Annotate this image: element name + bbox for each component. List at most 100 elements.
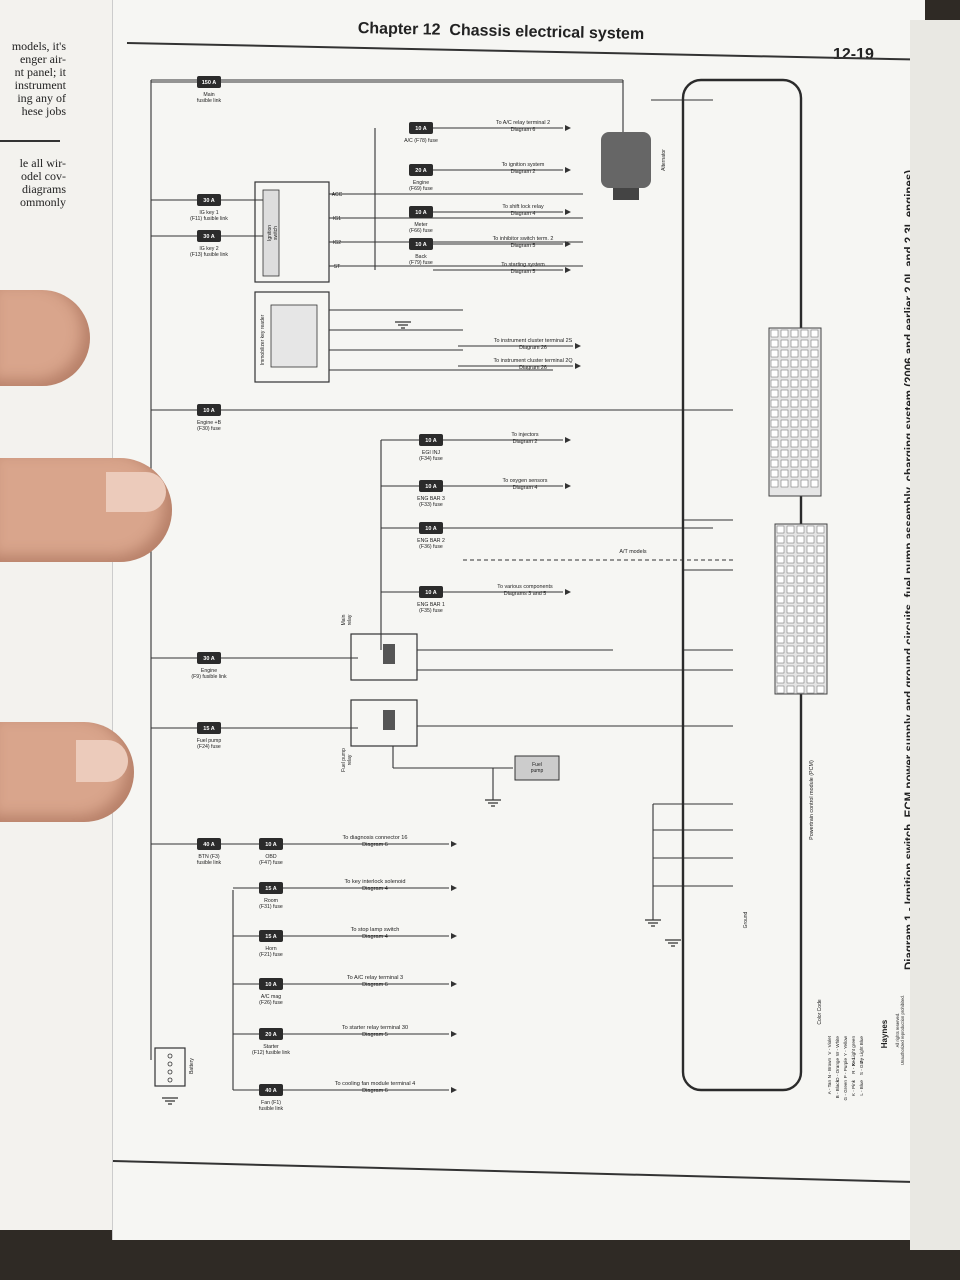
label-line: fusible link [259,1106,284,1112]
connector-pin [790,429,799,438]
fuse-name: A/C mag(F26) fuse [259,994,283,1006]
connector-pin [786,655,795,664]
connector-pin [790,439,799,448]
connector-pin [776,595,785,604]
fuse-rating: 10 A [415,126,426,132]
destination-label: To shift lock relay [502,204,544,210]
connector-pin [806,535,815,544]
destination-label: To instrument cluster terminal 2S [494,338,573,344]
battery-cell [167,1061,173,1067]
fuse-name: Fuel pump(F24) fuse [197,738,222,750]
destination-label: To ignition system [502,162,545,168]
fuse-left [197,404,221,416]
connector-pin [786,565,795,574]
connector-pin [800,379,809,388]
connector-pin [810,459,819,468]
left-text-line [0,131,70,144]
fuse-rating: 20 A [415,168,426,174]
connector-pin [816,545,825,554]
fuse-name: Engine +B(F30) fuse [197,420,222,432]
connector-pin [806,665,815,674]
fuse-left [197,652,221,664]
label-line: A/C mag [261,994,281,1000]
left-text-line [0,144,70,157]
label-line: fusible link [197,860,222,866]
connector-pin [816,655,825,664]
color-code-entry: V - Violet [827,1035,832,1054]
label-line: Unauthorized reproduction prohibited. [900,995,905,1065]
connector-pin [810,379,819,388]
connector-pin [790,349,799,358]
connector-pin [786,635,795,644]
connector-pin [800,409,809,418]
fuse-rating: 10 A [265,842,276,848]
connector-arrow [451,1087,457,1093]
connector-pin [810,419,819,428]
fuse-rating: 30 A [203,198,214,204]
connector-pin [776,685,785,694]
diagram-reference: Diagram 26 [519,345,547,351]
label-line: (F36) fuse [419,544,443,550]
switch-terminal-label: IG2 [333,240,341,246]
fuse-name: OBD(F47) fuse [259,854,283,866]
fuse-left [197,838,221,850]
connector-pin [816,565,825,574]
connector-arrow [565,209,571,215]
diagram-reference: Diagram 4 [362,886,388,892]
label-line: OBD [265,854,276,860]
fuse-bottom [259,1084,283,1096]
destination-label: To A/C relay terminal 2 [496,120,550,126]
connector-arrow [565,267,571,273]
connector-pin [780,369,789,378]
connector-pin [780,409,789,418]
connector-pin [806,685,815,694]
label-line: Engine +B [197,420,222,426]
diagram-reference: Diagram 5 [362,1032,388,1038]
fuse-bottom [259,882,283,894]
connector-pin [770,369,779,378]
battery-cell [167,1069,173,1075]
fuse-name: ENG BAR 1(F35) fuse [417,602,445,614]
connector-arrow [565,483,571,489]
diagram-reference: Diagram 4 [511,211,536,217]
fuse-rating: 20 A [265,1032,276,1038]
connector-pin [780,479,789,488]
label-line: ENG BAR 1 [417,602,445,608]
connector-pin [816,555,825,564]
battery-cell [167,1077,173,1083]
label-line: ENG BAR 3 [417,496,445,502]
connector-pin [776,565,785,574]
left-text-line [0,118,70,131]
label-line: Fan (F1) [261,1100,281,1106]
connector-pin [806,555,815,564]
connector-pin [810,449,819,458]
connector-pin [796,585,805,594]
connector-pin [810,349,819,358]
label-line: fusible link [197,98,222,104]
diagram-reference: Diagram 5 [511,243,536,249]
connector-pin [806,615,815,624]
connector-pin [790,399,799,408]
connector-pin [800,469,809,478]
page-edge [910,20,960,1250]
connector-pin [770,419,779,428]
connector-pin [806,625,815,634]
connector-pin [810,479,819,488]
connector-pin [770,339,779,348]
color-code-entry: W - White [835,1036,840,1057]
connector-pin [776,545,785,554]
fuse-name: IG key 1(F11) fusible link [190,210,228,222]
fuse-name: ENG BAR 3(F33) fuse [417,496,445,508]
connector-pin [786,665,795,674]
fuel-pump-relay-label: Fuel pumprelay [341,748,353,772]
diagram-reference: Diagram 26 [519,365,547,371]
label-line: Ignition [267,225,273,241]
color-code-entry: Y - Yellow [843,1035,848,1056]
switch-terminal-label: ACC [332,192,343,198]
finger [0,722,134,822]
label-line: Fuel [532,762,542,768]
destination-label: To various components [497,584,553,590]
connector-pin [796,535,805,544]
connector-arrow [565,437,571,443]
